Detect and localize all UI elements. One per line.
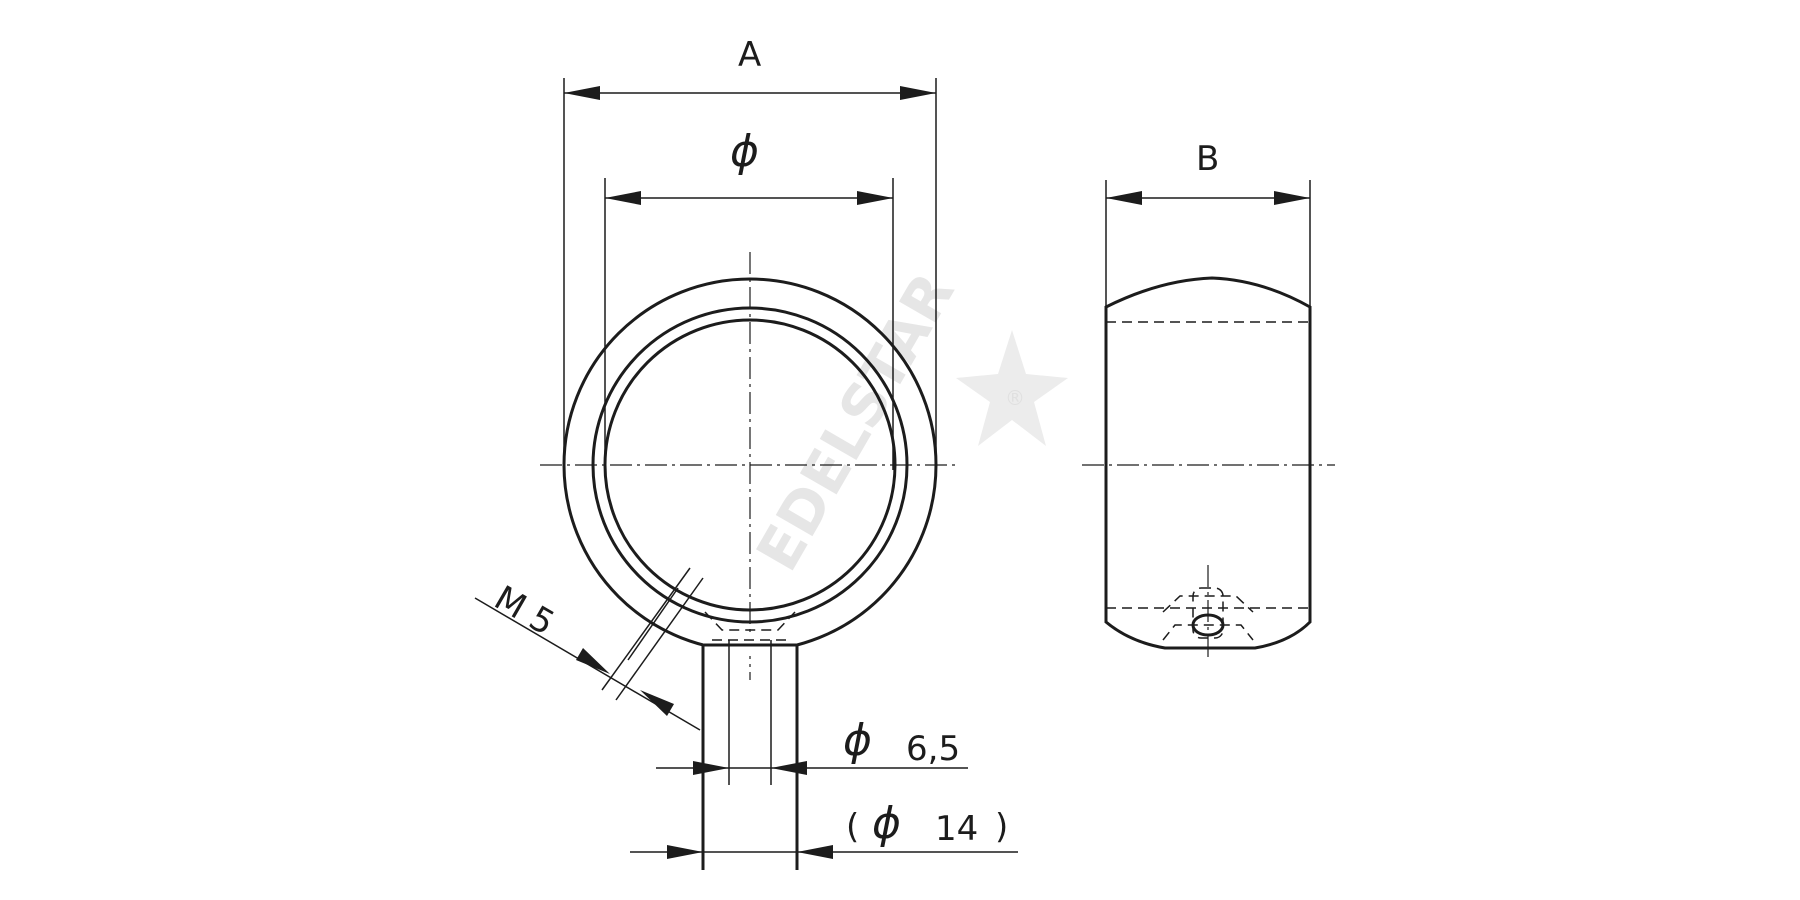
dimension-stem-diameter: ϕ 6,5 [656,715,968,775]
watermark: EDELSTAR ® [743,262,1068,582]
watermark-star-icon [956,330,1068,446]
dimension-a-label: A [738,35,761,75]
middle-ring-circle [591,306,909,624]
thread-line-3 [627,587,679,661]
dimension-a: A [563,35,937,470]
dimension-b: B [1105,139,1311,308]
dimension-inner-diameter-label: ϕ [730,126,759,177]
stem-outer-symbol: ϕ [872,798,901,849]
dimension-inner-diameter: ϕ [604,126,894,470]
stem-outer-open-paren: ( [846,807,859,847]
side-view [1082,276,1335,660]
thread-line-2 [615,577,704,701]
dimension-thread-label: M 5 [488,578,562,644]
watermark-registered-mark: ® [1005,386,1025,410]
stem-diameter-value: 6,5 [906,729,960,769]
dimension-b-label: B [1196,139,1219,179]
stem-outer-value: 14 [935,809,978,849]
stem-diameter-symbol: ϕ [843,715,872,766]
dimension-stem-outer: ( ϕ 14 ) [630,798,1018,859]
front-counterbore-hidden [704,611,796,631]
side-screw-detail [1162,565,1254,660]
thread-line-1 [601,567,691,691]
stem-outer-close-paren: ) [995,807,1008,847]
